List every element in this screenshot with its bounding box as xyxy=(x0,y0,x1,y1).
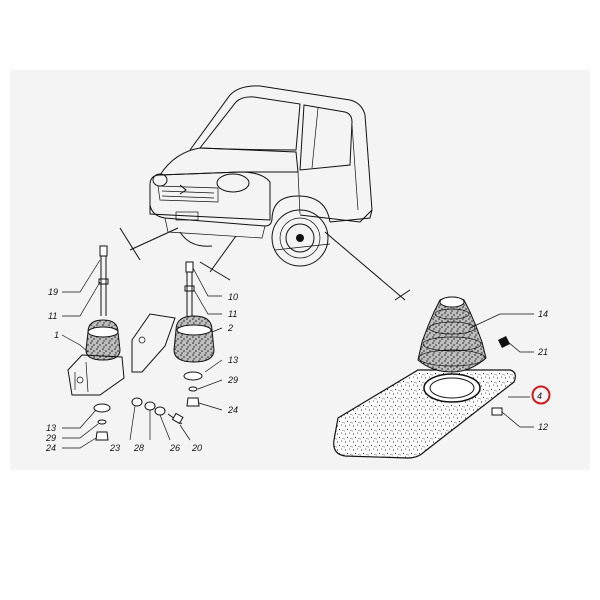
left-engine-mount-assembly xyxy=(67,245,184,441)
van-leader-lines xyxy=(119,227,411,301)
callout-23: 23 xyxy=(109,443,120,453)
callout-19: 19 xyxy=(48,287,58,297)
callout-24-right: 24 xyxy=(227,405,238,415)
callout-12: 12 xyxy=(538,422,548,432)
callout-13-right: 13 xyxy=(228,355,238,365)
van-illustration xyxy=(149,85,373,267)
callout-1: 1 xyxy=(54,330,59,340)
callout-11-right: 11 xyxy=(228,309,237,319)
callout-24-left: 24 xyxy=(45,443,56,453)
callout-2: 2 xyxy=(227,323,233,333)
gear-boot-assembly xyxy=(333,296,516,459)
callout-labels: 19 11 1 13 29 24 23 28 26 20 10 11 2 13 … xyxy=(45,287,551,453)
right-engine-mount-assembly xyxy=(131,261,215,407)
callout-26: 26 xyxy=(169,443,180,453)
callout-29-left: 29 xyxy=(45,433,56,443)
callout-20: 20 xyxy=(191,443,202,453)
callout-28: 28 xyxy=(133,443,144,453)
callout-29-right: 29 xyxy=(227,375,238,385)
highlight-circle xyxy=(531,385,551,405)
callout-10: 10 xyxy=(228,292,238,302)
callout-leaders xyxy=(61,259,534,449)
callout-21: 21 xyxy=(537,347,548,357)
diagram-panel xyxy=(10,70,590,470)
callout-11-left: 11 xyxy=(48,311,57,321)
callout-4: 4 xyxy=(537,391,542,401)
callout-14: 14 xyxy=(538,309,548,319)
callout-13-left: 13 xyxy=(46,423,56,433)
